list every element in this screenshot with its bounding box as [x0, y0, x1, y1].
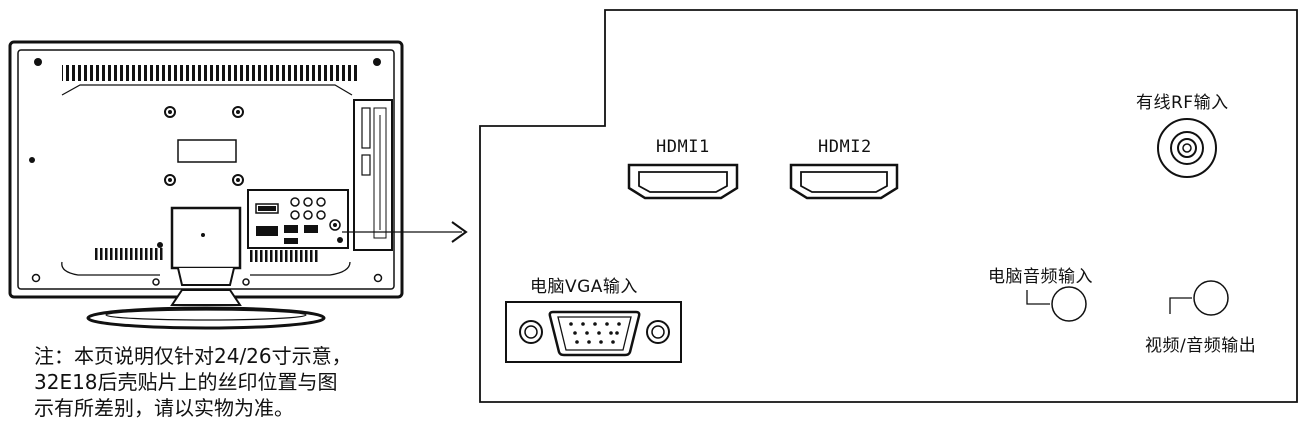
pc-audio-input-jack — [1026, 286, 1087, 322]
av-output-jack — [1169, 280, 1229, 316]
hdmi2-port — [789, 163, 899, 200]
pointer-arrow — [342, 221, 468, 243]
enlarged-panel — [479, 9, 1298, 403]
footnote: 注：本页说明仅针对24/26寸示意， 32E18后壳贴片上的丝印位置与图 示有所… — [34, 343, 454, 421]
tv-stand-base — [86, 306, 326, 330]
panel-outline — [479, 9, 1298, 403]
tv-top-vent — [62, 65, 357, 81]
footnote-line-1: 注：本页说明仅针对24/26寸示意， — [34, 344, 352, 368]
vga-input-label: 电脑VGA输入 — [530, 277, 638, 297]
hdmi2-label: HDMI2 — [818, 137, 872, 157]
rf-coax-port — [1157, 118, 1217, 178]
hdmi1-port — [627, 163, 739, 200]
tv-rear-illustration — [8, 40, 404, 330]
av-output-label: 视频/音频输出 — [1145, 336, 1257, 356]
tv-screw — [373, 58, 381, 66]
tv-stand-neck — [170, 206, 242, 270]
tv-screw — [34, 58, 42, 66]
vga-port — [505, 301, 682, 363]
footnote-line-3: 示有所差别，请以实物为准。 — [34, 396, 294, 420]
pc-audio-input-label: 电脑音频输入 — [988, 267, 1093, 287]
hdmi1-label: HDMI1 — [656, 137, 710, 157]
rf-input-label: 有线RF输入 — [1136, 93, 1229, 113]
footnote-line-2: 32E18后壳贴片上的丝印位置与图 — [34, 370, 338, 394]
